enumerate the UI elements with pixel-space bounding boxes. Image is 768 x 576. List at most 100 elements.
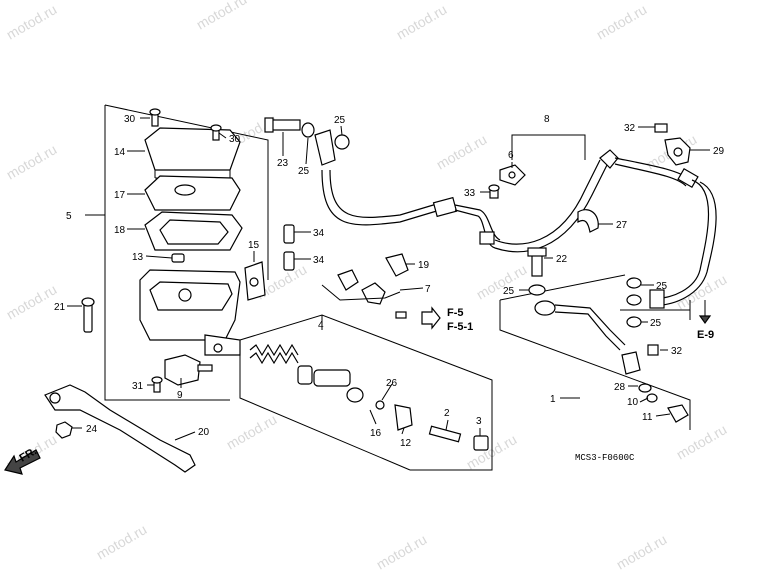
watermark: motod.ru: [374, 531, 430, 572]
callout-34: 34: [313, 255, 325, 266]
callout-25: 25: [334, 115, 346, 126]
callout-12: 12: [400, 438, 412, 449]
callout-8: 8: [544, 114, 550, 125]
callout-32: 32: [624, 123, 636, 134]
callout-27: 27: [616, 220, 628, 231]
reservoir-plate: [144, 175, 241, 211]
callout-3: 3: [476, 416, 482, 427]
bracket-4: [239, 314, 493, 471]
callout-24: 24: [86, 424, 98, 435]
small-part-13: [171, 253, 185, 263]
callout-18: 18: [114, 225, 126, 236]
bracket-8: [511, 134, 586, 160]
nut-24: [55, 421, 73, 439]
push-rod: [428, 425, 462, 443]
reference-labels: F-5 F-5-1 E-9 FR. MCS3-F0600C: [18, 307, 715, 465]
pipe-fitting: [534, 300, 626, 351]
bolt-33: [488, 184, 500, 199]
callout-20: 20: [198, 427, 210, 438]
callout-21: 21: [54, 302, 66, 313]
watermark: motod.ru: [594, 1, 650, 42]
bolt-32-a: [654, 123, 668, 133]
callout-23: 23: [277, 158, 289, 169]
boot: [473, 435, 489, 451]
bolt-small: [395, 311, 407, 319]
callout-33: 33: [464, 188, 476, 199]
callout-19: 19: [418, 260, 430, 271]
callout-2: 2: [444, 408, 450, 419]
reservoir-cap: [144, 127, 241, 179]
ref-f5: F-5: [447, 307, 464, 319]
callout-9: 9: [177, 390, 183, 401]
callout-13: 13: [132, 252, 144, 263]
bolt-34-a: [283, 224, 295, 244]
watermark: motod.ru: [464, 431, 520, 472]
screw-31: [151, 376, 163, 393]
callout-7: 7: [425, 284, 431, 295]
arrow-ref-f5: [421, 306, 441, 330]
clutch-hose: [314, 129, 717, 309]
watermark: motod.ru: [674, 421, 730, 462]
watermark: motod.ru: [474, 261, 530, 302]
watermark: motod.ru: [434, 131, 490, 172]
bracket-5: [85, 104, 269, 401]
callout-22: 22: [556, 254, 568, 265]
clutch-switch: [164, 354, 213, 386]
callout-28: 28: [614, 382, 626, 393]
callout-11: 11: [642, 412, 653, 423]
callout-16: 16: [370, 428, 382, 439]
watermark: motod.ru: [194, 0, 250, 33]
callout-29: 29: [713, 146, 725, 157]
watermark: motod.ru: [94, 521, 150, 562]
callout-30: 30: [124, 114, 136, 125]
callout-32: 32: [671, 346, 683, 357]
callout-15: 15: [248, 240, 260, 251]
callout-34: 34: [313, 228, 325, 239]
callout-25: 25: [656, 281, 668, 292]
diaphragm: [144, 211, 243, 251]
watermark: motod.ru: [614, 531, 670, 572]
callout-30: 30: [229, 134, 241, 145]
piston-spring: [249, 343, 299, 365]
clutch-lever: [44, 384, 196, 473]
washer-25-left: [528, 284, 546, 296]
diagram-code: MCS3-F0600C: [575, 453, 635, 463]
callout-10: 10: [627, 397, 639, 408]
connector-19: [385, 253, 409, 277]
bolt-34-b: [283, 251, 295, 271]
callout-5: 5: [66, 211, 72, 222]
callout-25: 25: [503, 286, 515, 297]
grommet-27: [577, 209, 599, 233]
callout-31: 31: [132, 381, 144, 392]
bolt-21: [81, 297, 95, 333]
screw-30-a: [149, 108, 161, 127]
callout-1: 1: [550, 394, 556, 405]
leader-lines: [67, 117, 710, 441]
screw-30-b: [210, 124, 222, 141]
ref-f5-1: F-5-1: [447, 321, 473, 333]
callouts: 30 30 14 17 5 18 13 15 21 31 9 24 20 23 …: [54, 114, 725, 449]
callout-25: 25: [298, 166, 310, 177]
callout-14: 14: [114, 147, 126, 158]
banjo-bolt: [264, 117, 350, 150]
arrow-ref-e9: [698, 300, 712, 325]
watermark: motod.ru: [224, 411, 280, 452]
callout-17: 17: [114, 190, 126, 201]
callout-6: 6: [508, 150, 514, 161]
watermark: motod.ru: [4, 281, 60, 322]
watermark: motod.ru: [4, 141, 60, 182]
callout-26: 26: [386, 378, 398, 389]
callout-4: 4: [318, 320, 324, 331]
watermark: motod.ru: [4, 1, 60, 42]
master-cylinder-body: [139, 269, 241, 356]
washer-25-right: [626, 277, 642, 328]
bracket-clamp: [244, 261, 266, 301]
bolt-22: [527, 247, 547, 277]
clamp-29: [664, 137, 691, 166]
bleeder-fitting: [621, 344, 689, 423]
watermark: motod.ru: [394, 1, 450, 42]
callout-25: 25: [650, 318, 662, 329]
direction-arrow: [4, 449, 41, 475]
ref-e9: E-9: [697, 329, 714, 341]
